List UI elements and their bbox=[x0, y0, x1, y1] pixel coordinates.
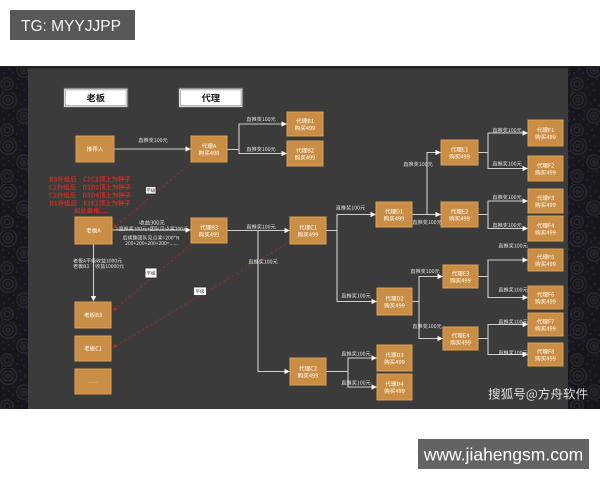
svg-text:TG: MYYJJPP: TG: MYYJJPP bbox=[21, 18, 121, 35]
svg-text:www.jiahengsm.com: www.jiahengsm.com bbox=[423, 445, 584, 465]
svg-text:......: ...... bbox=[88, 379, 98, 385]
